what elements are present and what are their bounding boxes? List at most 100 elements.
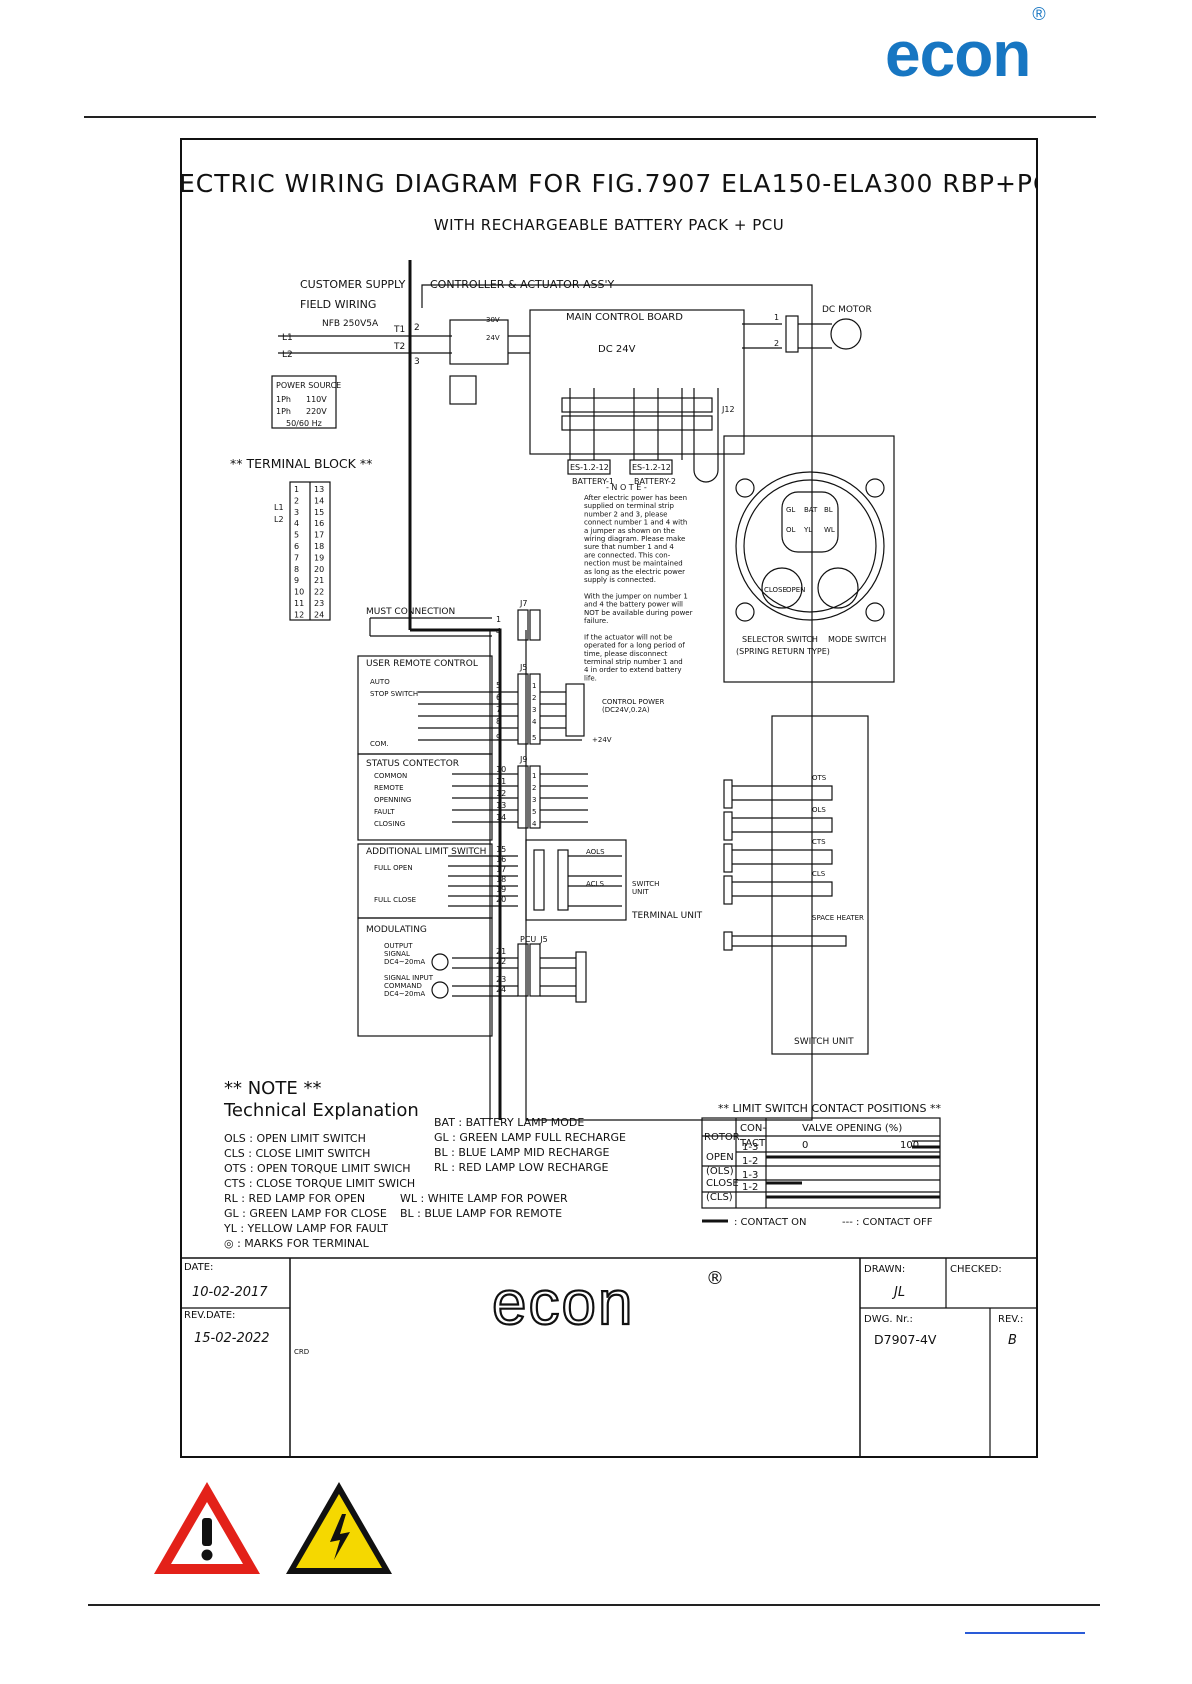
note-line: With the jumper on number 1	[584, 592, 688, 600]
footer-rule	[88, 1604, 1100, 1606]
power-source-title: POWER SOURCE	[276, 381, 341, 390]
terminal-block-right-21: 21	[314, 576, 324, 585]
date-value: 10-02-2017	[192, 1285, 268, 1300]
terminal-block-right-16: 16	[314, 519, 324, 528]
note-line: If the actuator will not be	[584, 633, 672, 641]
battery-lamp-note: RL : RED LAMP LOW RECHARGE	[434, 1161, 609, 1174]
t2-label: T2	[393, 342, 405, 352]
lamp-bat: BAT	[804, 506, 818, 514]
close-12: 1-2	[742, 1182, 758, 1193]
power-row-1-ph: 1Ph	[276, 395, 291, 404]
footer-link-underline[interactable]	[965, 1632, 1085, 1634]
terminal-block-right-24: 24	[314, 610, 324, 619]
dc-24v-label: DC 24V	[598, 344, 636, 355]
t1-label: T1	[393, 325, 405, 335]
note-line: wiring diagram. Please make	[584, 535, 685, 543]
date-label: DATE:	[184, 1262, 213, 1273]
remote-pin-1: 1	[532, 682, 536, 690]
control-power-label: CONTROL POWER	[602, 698, 664, 706]
motor-terminal-2: 2	[774, 339, 779, 348]
note-explanation: OTS : OPEN TORQUE LIMIT SWICH	[224, 1162, 411, 1175]
status-item: FAULT	[374, 808, 395, 816]
output-2: SIGNAL	[384, 950, 410, 958]
terminal-block-left-11: 11	[294, 599, 304, 608]
crd-label: CRD	[294, 1348, 309, 1356]
terminal-block-left-9: 9	[294, 576, 299, 585]
nfb-label: NFB 250V5A	[322, 319, 379, 329]
dwg-value: D7907-4V	[874, 1332, 937, 1347]
switch-unit-short: SWITCH	[632, 880, 659, 888]
terminal-block-left-12: 12	[294, 610, 304, 619]
modulating-terminal-24: 24	[496, 985, 506, 994]
cls-row: (CLS)	[706, 1192, 733, 1203]
open-13: 1-3	[742, 1142, 758, 1153]
remote-terminal-9: 9	[496, 733, 501, 742]
terminal-block-left-10: 10	[294, 588, 304, 597]
contact-header: CON-	[740, 1123, 766, 1134]
lamp-bl: BL	[824, 506, 833, 514]
selector-switch-label: SELECTOR SWITCH	[742, 635, 818, 644]
modulating-title: MODULATING	[366, 925, 427, 935]
note-explanation: YL : YELLOW LAMP FOR FAULT	[223, 1222, 388, 1235]
terminal-block-left-3: 3	[294, 508, 299, 517]
remote-terminal-5: 5	[496, 681, 501, 690]
note-line: time, please disconnect	[584, 650, 668, 658]
header-rule	[84, 116, 1096, 118]
rev-value: B	[1008, 1333, 1017, 1348]
remote-pin-4: 4	[532, 718, 537, 726]
status-item: REMOTE	[374, 784, 404, 792]
status-item: CLOSING	[374, 820, 405, 828]
main-board-title: MAIN CONTROL BOARD	[566, 312, 683, 323]
open-row: OPEN	[706, 1152, 734, 1163]
terminal-2-label: 2	[414, 323, 420, 333]
field-wiring-label: FIELD WIRING	[300, 298, 376, 311]
power-row-2-ph: 1Ph	[276, 407, 291, 416]
limit-table-title: ** LIMIT SWITCH CONTACT POSITIONS **	[718, 1102, 941, 1115]
modulating-terminal-21: 21	[496, 947, 506, 956]
valve-header: VALVE OPENING (%)	[802, 1123, 902, 1134]
note-explanation: WL : WHITE LAMP FOR POWER	[400, 1192, 568, 1205]
dwg-label: DWG. Nr.:	[864, 1314, 913, 1325]
notes-subheading: Technical Explanation	[223, 1100, 419, 1121]
motor-terminal-1: 1	[774, 313, 779, 322]
battery-1-model: ES-1.2-12	[570, 463, 609, 472]
lamp-wl: WL	[824, 526, 835, 534]
checked-label: CHECKED:	[950, 1264, 1002, 1275]
com-label: COM.	[370, 740, 389, 748]
status-item: OPENNING	[374, 796, 411, 804]
note-explanation: ◎ : MARKS FOR TERMINAL	[224, 1237, 370, 1250]
full-close-label: FULL CLOSE	[374, 896, 416, 904]
battery-2-label: BATTERY-2	[634, 477, 676, 486]
note-line: terminal strip number 1 and	[584, 658, 683, 666]
note-line: operated for a long period of	[584, 642, 685, 650]
status-pin: 3	[532, 796, 536, 804]
note-line: nection must be maintained	[584, 560, 683, 568]
modulating-terminal-23: 23	[496, 975, 506, 984]
note-line: sure that number 1 and 4	[584, 543, 674, 551]
note-line: and 4 the battery power will	[584, 601, 683, 609]
must-connection-label: MUST CONNECTION	[366, 607, 455, 617]
lamp-ol: OL	[786, 526, 796, 534]
title-block-logo-mark: ®	[706, 1268, 724, 1289]
terminal-block-right-15: 15	[314, 508, 324, 517]
additional-terminal-17: 17	[496, 865, 506, 874]
diagram-title: ELECTRIC WIRING DIAGRAM FOR FIG.7907 ELA…	[182, 169, 1036, 198]
close-row: CLOSE	[706, 1178, 739, 1189]
battery-lamp-note: BL : BLUE LAMP MID RECHARGE	[434, 1146, 609, 1159]
terminal-block-left-7: 7	[294, 553, 299, 562]
power-row-2-v: 220V	[306, 407, 327, 416]
customer-supply-label: CUSTOMER SUPPLY	[300, 278, 406, 291]
v30-label: 30V	[486, 316, 500, 324]
pcu-j5-label: PCU_J5	[520, 935, 548, 944]
ols-row: (OLS)	[706, 1166, 734, 1177]
note-line: as long as the electric power	[584, 568, 685, 576]
status-terminal-14: 14	[496, 813, 506, 822]
drawn-value: JL	[891, 1285, 905, 1300]
